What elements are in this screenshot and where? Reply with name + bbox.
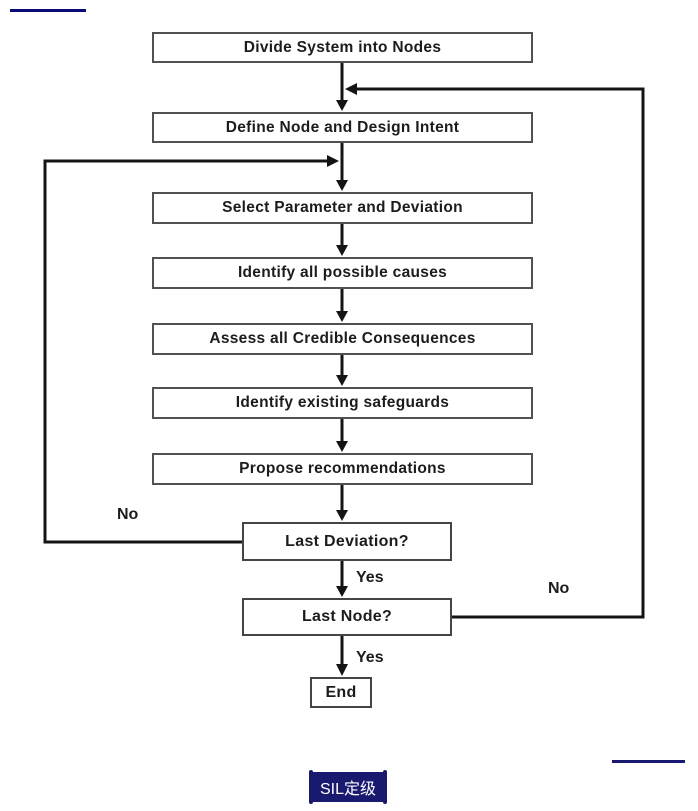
node-define-node: Define Node and Design Intent <box>152 112 533 143</box>
edge-label-yes-deviation: Yes <box>356 569 384 586</box>
arrowhead-into-end <box>336 664 348 676</box>
node-identify-safeguards: Identify existing safeguards <box>152 387 533 419</box>
arrowhead-into-recommendations <box>336 441 348 452</box>
node-identify-causes: Identify all possible causes <box>152 257 533 289</box>
arrowhead-into-select <box>336 180 348 191</box>
node-end: End <box>310 677 372 708</box>
arrowhead-into-safeguards <box>336 375 348 386</box>
node-last-deviation: Last Deviation? <box>242 522 452 561</box>
arrowhead-into-causes <box>336 245 348 256</box>
top-left-rule <box>10 9 86 12</box>
arrowhead-into-consequences <box>336 311 348 322</box>
arrowhead-feedback-left <box>327 155 339 167</box>
edge-lastdeviation-no-feedback <box>43 159 329 544</box>
node-divide-system: Divide System into Nodes <box>152 32 533 63</box>
arrowhead-into-define <box>336 100 348 111</box>
bottom-right-rule <box>612 760 685 763</box>
arrowhead-into-lastnode <box>336 586 348 597</box>
arrowhead-feedback-right <box>345 83 357 95</box>
node-select-parameter: Select Parameter and Deviation <box>152 192 533 224</box>
node-assess-consequences: Assess all Credible Consequences <box>152 323 533 355</box>
edge-label-no-left: No <box>117 506 139 523</box>
node-last-node: Last Node? <box>242 598 452 636</box>
node-propose-recommendations: Propose recommendations <box>152 453 533 485</box>
edge-lastnode-no-feedback <box>356 87 645 619</box>
sil-rating-link[interactable]: SIL定级 <box>309 770 387 804</box>
edge-label-yes-node: Yes <box>356 649 384 666</box>
arrowhead-into-lastdeviation <box>336 510 348 521</box>
edge-label-no-right: No <box>548 580 570 597</box>
